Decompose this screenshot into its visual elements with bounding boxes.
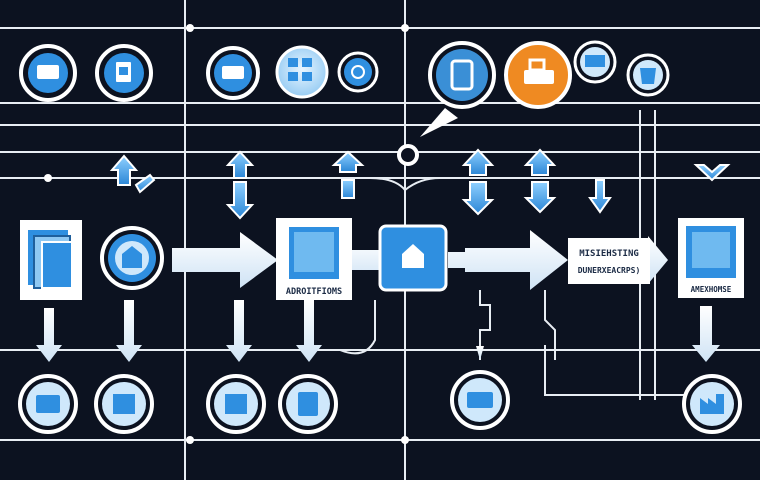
folder-stack-card — [20, 220, 82, 300]
top-node-document — [95, 44, 153, 102]
archive-icon — [113, 394, 135, 414]
process-box-line1: MISIEHSTING — [579, 249, 639, 259]
home-node — [378, 224, 448, 292]
server-icon — [225, 394, 247, 414]
center-doc-label: ADROITFIOMS — [286, 287, 342, 297]
bottom-node-factory — [682, 374, 742, 434]
briefcase-node — [100, 226, 164, 290]
folder-stack-icon — [28, 230, 73, 289]
tablet-icon — [450, 59, 474, 91]
file-icon — [298, 392, 318, 416]
connector-dots — [44, 24, 409, 444]
top-node-cup — [626, 53, 670, 97]
right-document-card: AMEXHOMSE — [678, 218, 744, 298]
top-node-monitor — [19, 44, 77, 102]
process-box: MISIEHSTING DUNERXEACRPS) — [568, 238, 650, 284]
factory-icon — [700, 394, 724, 414]
monitor-icon — [467, 392, 493, 408]
bottom-node-monitor — [450, 370, 510, 430]
center-document-card: ADROITFIOMS — [276, 218, 352, 300]
refresh-icon — [351, 65, 365, 79]
bottom-node-server — [206, 374, 266, 434]
home-icon — [402, 244, 424, 268]
top-node-refresh — [337, 51, 379, 93]
shopping-cart-icon — [524, 58, 554, 84]
process-box-line2: DUNERXEACRPS) — [578, 266, 641, 275]
top-node-truck — [573, 40, 617, 84]
vertical-arrows — [109, 148, 731, 220]
bottom-node-archive — [94, 374, 154, 434]
top-node-cart — [504, 41, 572, 109]
callout-pointer — [420, 108, 458, 137]
briefcase-icon — [122, 246, 142, 268]
bottom-node-file — [278, 374, 338, 434]
top-node-network — [275, 45, 329, 99]
tablet-icon — [36, 395, 60, 413]
cup-icon — [640, 68, 656, 84]
monitor-icon — [37, 65, 59, 79]
down-arrows — [36, 300, 720, 362]
network-icon — [288, 58, 312, 81]
bottom-node-tablet — [18, 374, 78, 434]
top-node-server — [206, 46, 260, 100]
junction-ring — [397, 144, 419, 166]
server-icon — [222, 66, 244, 79]
truck-icon — [585, 55, 605, 67]
right-doc-label: AMEXHOMSE — [691, 285, 732, 294]
top-node-tablet — [428, 41, 496, 109]
